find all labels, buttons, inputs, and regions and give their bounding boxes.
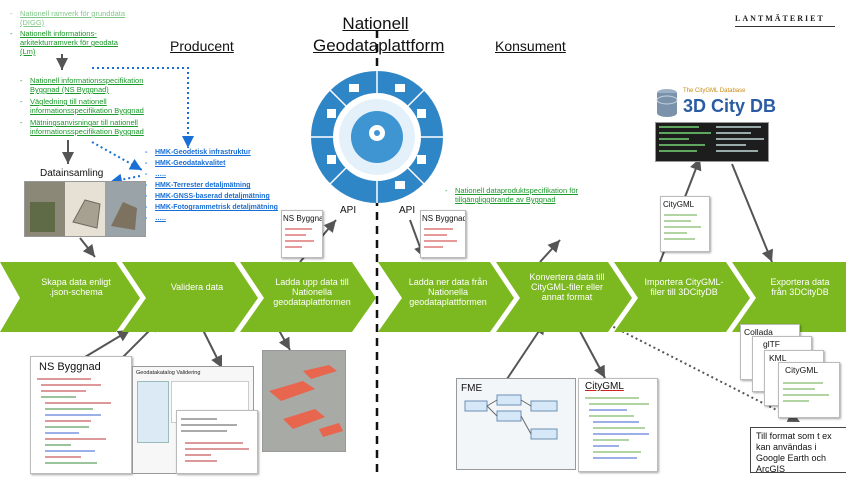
citydb-small-label: The CityGML Database — [683, 88, 746, 94]
schema-code-lines — [37, 378, 111, 464]
fme-workbench-screenshot: FME — [456, 378, 576, 470]
ns-byggnad-doc-left: NS Byggnad — [281, 210, 323, 258]
step-5-label: Konvertera data till CityGML-filer eller… — [529, 272, 605, 302]
validation-panel — [137, 381, 169, 443]
datainsamling-photos — [24, 181, 146, 237]
citygml-doc-top: CityGML — [660, 196, 710, 252]
geodataplattform-ring — [311, 71, 443, 203]
citygml-doc-bottom: CityGML — [578, 378, 658, 472]
top-link-list: Nationell ramverk för grunddata (DIGG) N… — [10, 9, 135, 58]
chevron-step-1 — [0, 262, 140, 332]
export-kml-label: KML — [769, 353, 787, 363]
response-code-lines — [181, 418, 249, 462]
konsument-heading: Konsument — [495, 38, 566, 54]
export-collada-label: Collada — [744, 327, 773, 337]
chevron-step-5 — [496, 262, 632, 332]
doc-lines-icon — [664, 214, 701, 240]
survey-photo-collage — [25, 182, 145, 236]
datainsamling-label: Datainsamling — [40, 168, 104, 179]
chevron-step-3 — [240, 262, 376, 332]
ns-byggnad-schema-doc: NS Byggnad — [30, 356, 132, 474]
export-doc-citygml: CityGML — [778, 362, 840, 418]
step-6-label: Importera CityGML-filer till 3DCityDB — [644, 277, 724, 297]
citygml-doc-top-title: CityGML — [663, 200, 695, 209]
ns-byggnad-schema-title: NS Byggnad — [39, 361, 101, 373]
chevron-step-7 — [732, 262, 846, 332]
api-label-left: API — [340, 205, 357, 216]
export-format-note: Till format som t ex kan användas i Goog… — [750, 427, 846, 474]
hmk-ellipsis-2: ….. — [145, 214, 295, 223]
hmk-link-list: HMK-Geodetisk infrastruktur HMK-Geodatak… — [145, 148, 295, 225]
chevron-step-4 — [378, 262, 514, 332]
hmk-ellipsis-1: ….. — [145, 170, 295, 179]
step-3-label: Ladda upp data till Nationella geodatapl… — [273, 277, 351, 307]
process-chevrons — [0, 262, 846, 332]
producent-heading: Producent — [170, 38, 234, 54]
chevron-step-2 — [122, 262, 258, 332]
api-label-right: API — [399, 205, 416, 216]
doc-lines-icon — [424, 228, 457, 248]
link-lm-ramverk[interactable]: Nationellt informations-arkitekturramver… — [10, 29, 135, 56]
link-matningsanvisningar[interactable]: Mätningsanvisningar till nationell infor… — [20, 118, 170, 136]
link-ns-byggnad[interactable]: Nationell informationsspecifikation Bygg… — [20, 76, 170, 94]
link-dataproduktspecifikation[interactable]: Nationell dataproduktspecifikation för t… — [445, 186, 605, 204]
ns-byggnad-doc-right: NS Byggnad — [420, 210, 466, 258]
link-vagledning[interactable]: Vägledning till nationell informationssp… — [20, 97, 170, 115]
citygml-xml-lines — [585, 397, 649, 459]
validation-response-doc — [176, 410, 258, 474]
doc-lines-icon — [783, 382, 829, 402]
export-citygml-label: CityGML — [785, 365, 819, 375]
doc-lines-icon — [285, 228, 314, 248]
step-7-label: Exportera data från 3DCityDB — [770, 277, 830, 297]
geodataplattform-3d-view — [262, 350, 346, 452]
center-title-line2: Geodataplattform — [313, 36, 445, 55]
link-hmk-terrester[interactable]: HMK-Terrester detaljmätning — [145, 181, 295, 190]
citydb-big-label: 3D City DB — [683, 96, 777, 116]
center-title: Nationell Geodataplattform — [313, 13, 445, 57]
ns-byggnad-doc-right-title: NS Byggnad — [422, 214, 466, 223]
link-hmk-geodetisk[interactable]: HMK-Geodetisk infrastruktur — [145, 148, 295, 157]
fme-workflow-diagram — [464, 394, 558, 440]
link-hmk-geodatakvalitet[interactable]: HMK-Geodatakvalitet — [145, 159, 295, 168]
fme-label: FME — [461, 383, 483, 394]
logo-underline — [735, 26, 835, 27]
ns-byggnad-doc-left-title: NS Byggnad — [283, 214, 322, 223]
database-icon — [656, 89, 678, 117]
link-hmk-fotogrammetrisk[interactable]: HMK-Fotogrammetrisk detaljmätning — [145, 203, 295, 212]
citygml-doc-bottom-title: CityGML — [585, 381, 624, 392]
lantmateriet-logo: LANTMÄTERIET — [735, 14, 825, 23]
export-gltf-label: glTF — [763, 339, 780, 349]
link-digg[interactable]: Nationell ramverk för grunddata (DIGG) — [10, 9, 135, 27]
center-title-line1: Nationell — [342, 14, 409, 33]
chevron-step-6 — [614, 262, 750, 332]
link-hmk-gnss[interactable]: HMK-GNSS-baserad detaljmätning — [145, 192, 295, 201]
terminal-rows — [659, 126, 764, 152]
building-footprints — [269, 365, 343, 437]
step-4-label: Ladda ner data från Nationella geodatapl… — [408, 277, 488, 307]
product-spec-list: Nationell dataproduktspecifikation för t… — [445, 186, 605, 206]
validation-title: Geodatakatalog Validering — [136, 370, 201, 376]
citydb-logo: The CityGML Database 3D City DB — [655, 86, 776, 120]
citydb-terminal-screenshot — [655, 122, 769, 162]
step-2-label: Validera data — [170, 282, 224, 292]
step-1-label: Skapa data enligt .json-schema — [41, 277, 111, 297]
spec-link-list: Nationell informationsspecifikation Bygg… — [20, 76, 170, 138]
